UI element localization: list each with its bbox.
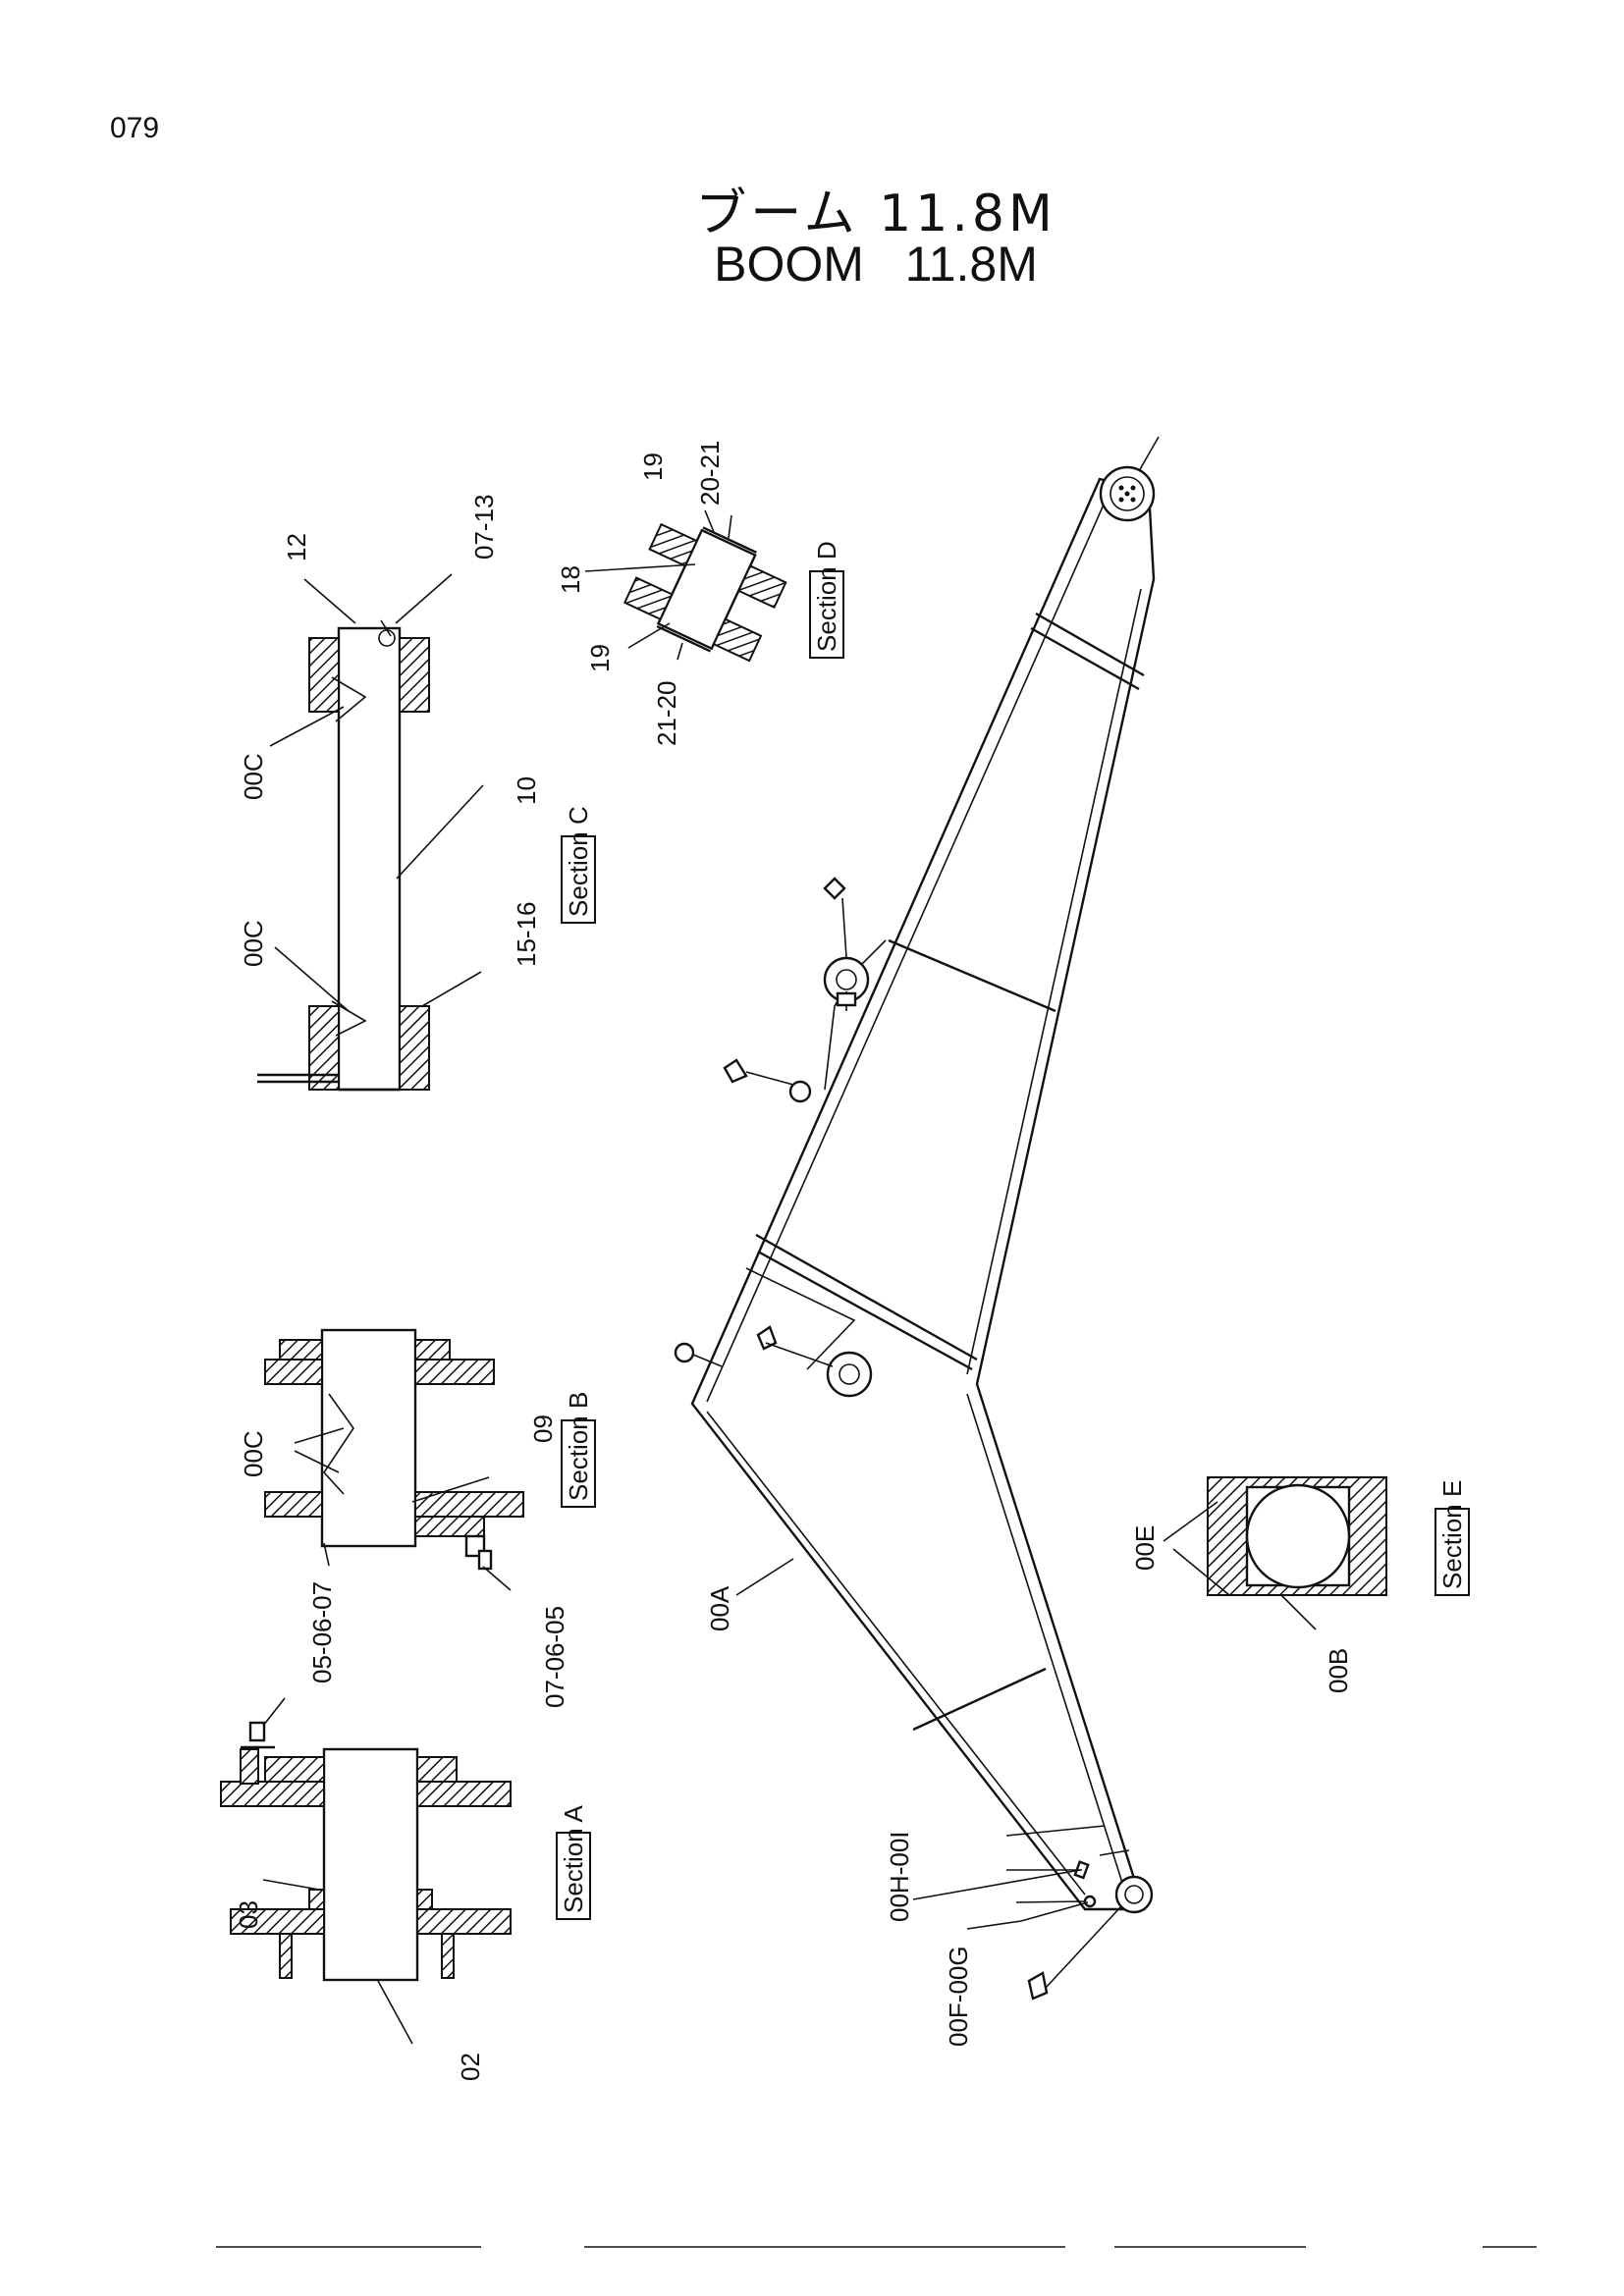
foot-leader [1045,1905,1122,1989]
label-07-13: 07-13 [469,495,499,561]
leader-18 [584,563,696,572]
section-c-wedge-top [331,676,367,722]
boom-bottom-edge [966,1393,1130,1905]
section-e-label: Section E [1437,1480,1467,1589]
section-b-pin [320,1328,417,1548]
tip-band-2 [1030,626,1140,691]
leader-03 [262,1879,320,1891]
foot-pin [1114,1875,1154,1914]
section-e-pin [1245,1483,1351,1589]
leader-00f-00g [966,1901,1089,1930]
boom-lower-chord [706,1411,1086,1896]
label-15-16: 15-16 [512,902,541,968]
section-c-view [257,573,484,1092]
title-english: BOOM 11.8M [714,237,1038,292]
section-a-view [220,1697,512,2045]
tip-band-1 [1035,612,1145,677]
label-00h-00i: 00H-00I [885,1832,914,1923]
page-number: 079 [110,112,160,144]
leader-00c-top [269,706,345,747]
section-a-tag: Section A [556,1804,591,1920]
knee-tag [756,1325,778,1351]
section-b-tag: Section B [561,1392,596,1508]
leader-02 [377,1980,413,2045]
leader-19-top [704,509,715,533]
label-00c-section-b: 00C [239,1430,268,1477]
splice-lower [912,1667,1047,1732]
upper-lug-tag [823,877,846,900]
splice-upper [888,938,1056,1013]
section-d-label: Section D [812,541,841,652]
tip-sheave-inner [1110,476,1145,511]
leader-00e [1163,1501,1230,1596]
section-e-view [1163,1476,1387,1630]
section-d-tag: Section D [809,541,844,659]
leader-09 [411,1476,490,1503]
section-c-tag: Section C [561,806,596,924]
splice-mid-inner [757,1250,973,1371]
splice-mid [755,1233,978,1362]
leader-12 [303,578,356,624]
label-00c-section-c-top: 00C [239,753,268,800]
foot-line-2 [1005,1825,1106,1837]
small-lug-leader [745,1071,794,1086]
knee-plate [745,1267,856,1370]
boom-main-view [674,436,1160,2001]
foot-tag [1027,1971,1049,2001]
label-20-21: 20-21 [695,441,725,507]
section-c-label: Section C [564,806,593,917]
leader-05-06-07 [323,1542,330,1567]
leader-20-21 [728,514,732,539]
upper-lug-leader [841,897,847,958]
leader-00b [1280,1594,1317,1630]
label-10: 10 [512,776,541,805]
tip-line [1138,436,1160,472]
leader-21-20 [677,642,683,661]
small-lug [788,1080,812,1103]
label-03: 03 [234,1900,263,1929]
knee-leader [765,1342,834,1367]
label-00e: 00E [1130,1525,1160,1571]
foot-detail-2 [1083,1895,1097,1908]
section-d-view [584,509,787,663]
leader-00c-bottom [274,946,350,1012]
label-21-20: 21-20 [652,681,681,747]
leader-07-06-05 [482,1566,512,1591]
leader-00h-00i [912,1869,1081,1900]
leader-15-16 [421,971,482,1007]
section-b-label: Section B [564,1392,593,1501]
title-japanese: ブーム 11.8M [695,185,1056,243]
section-c-pin [337,626,402,1092]
foot-line [1099,1849,1130,1856]
leader-07-13 [395,573,453,624]
section-a-label: Section A [559,1804,588,1913]
label-18: 18 [556,565,585,594]
section-b-breakline [322,1393,354,1495]
label-05-06-07: 05-06-07 [307,1581,337,1683]
label-02: 02 [456,2053,485,2081]
knee-lug [674,1342,695,1363]
section-c-wedge-bottom [331,1000,367,1037]
boom-right-edge [966,588,1142,1375]
section-e-tag: Section E [1435,1480,1470,1596]
label-12: 12 [282,533,311,561]
label-00b: 00B [1324,1648,1353,1693]
label-07-06-05: 07-06-05 [540,1606,569,1708]
label-00f-00g: 00F-00G [944,1946,973,2047]
leader-00a [735,1558,794,1596]
leader-19-bottom [627,622,671,649]
small-lug-tag [723,1058,748,1084]
boom-outline [690,477,1156,1911]
label-19-bottom: 19 [585,644,615,672]
label-00c-section-c-bottom: 00C [239,920,268,967]
label-00a: 00A [705,1585,734,1631]
leader-10 [396,784,484,880]
section-d-pin [656,528,757,651]
section-a-pin [322,1747,419,1982]
label-09: 09 [528,1415,558,1443]
knee-sheave [826,1351,873,1398]
section-b-view [264,1328,524,1591]
label-19-top: 19 [638,453,668,481]
